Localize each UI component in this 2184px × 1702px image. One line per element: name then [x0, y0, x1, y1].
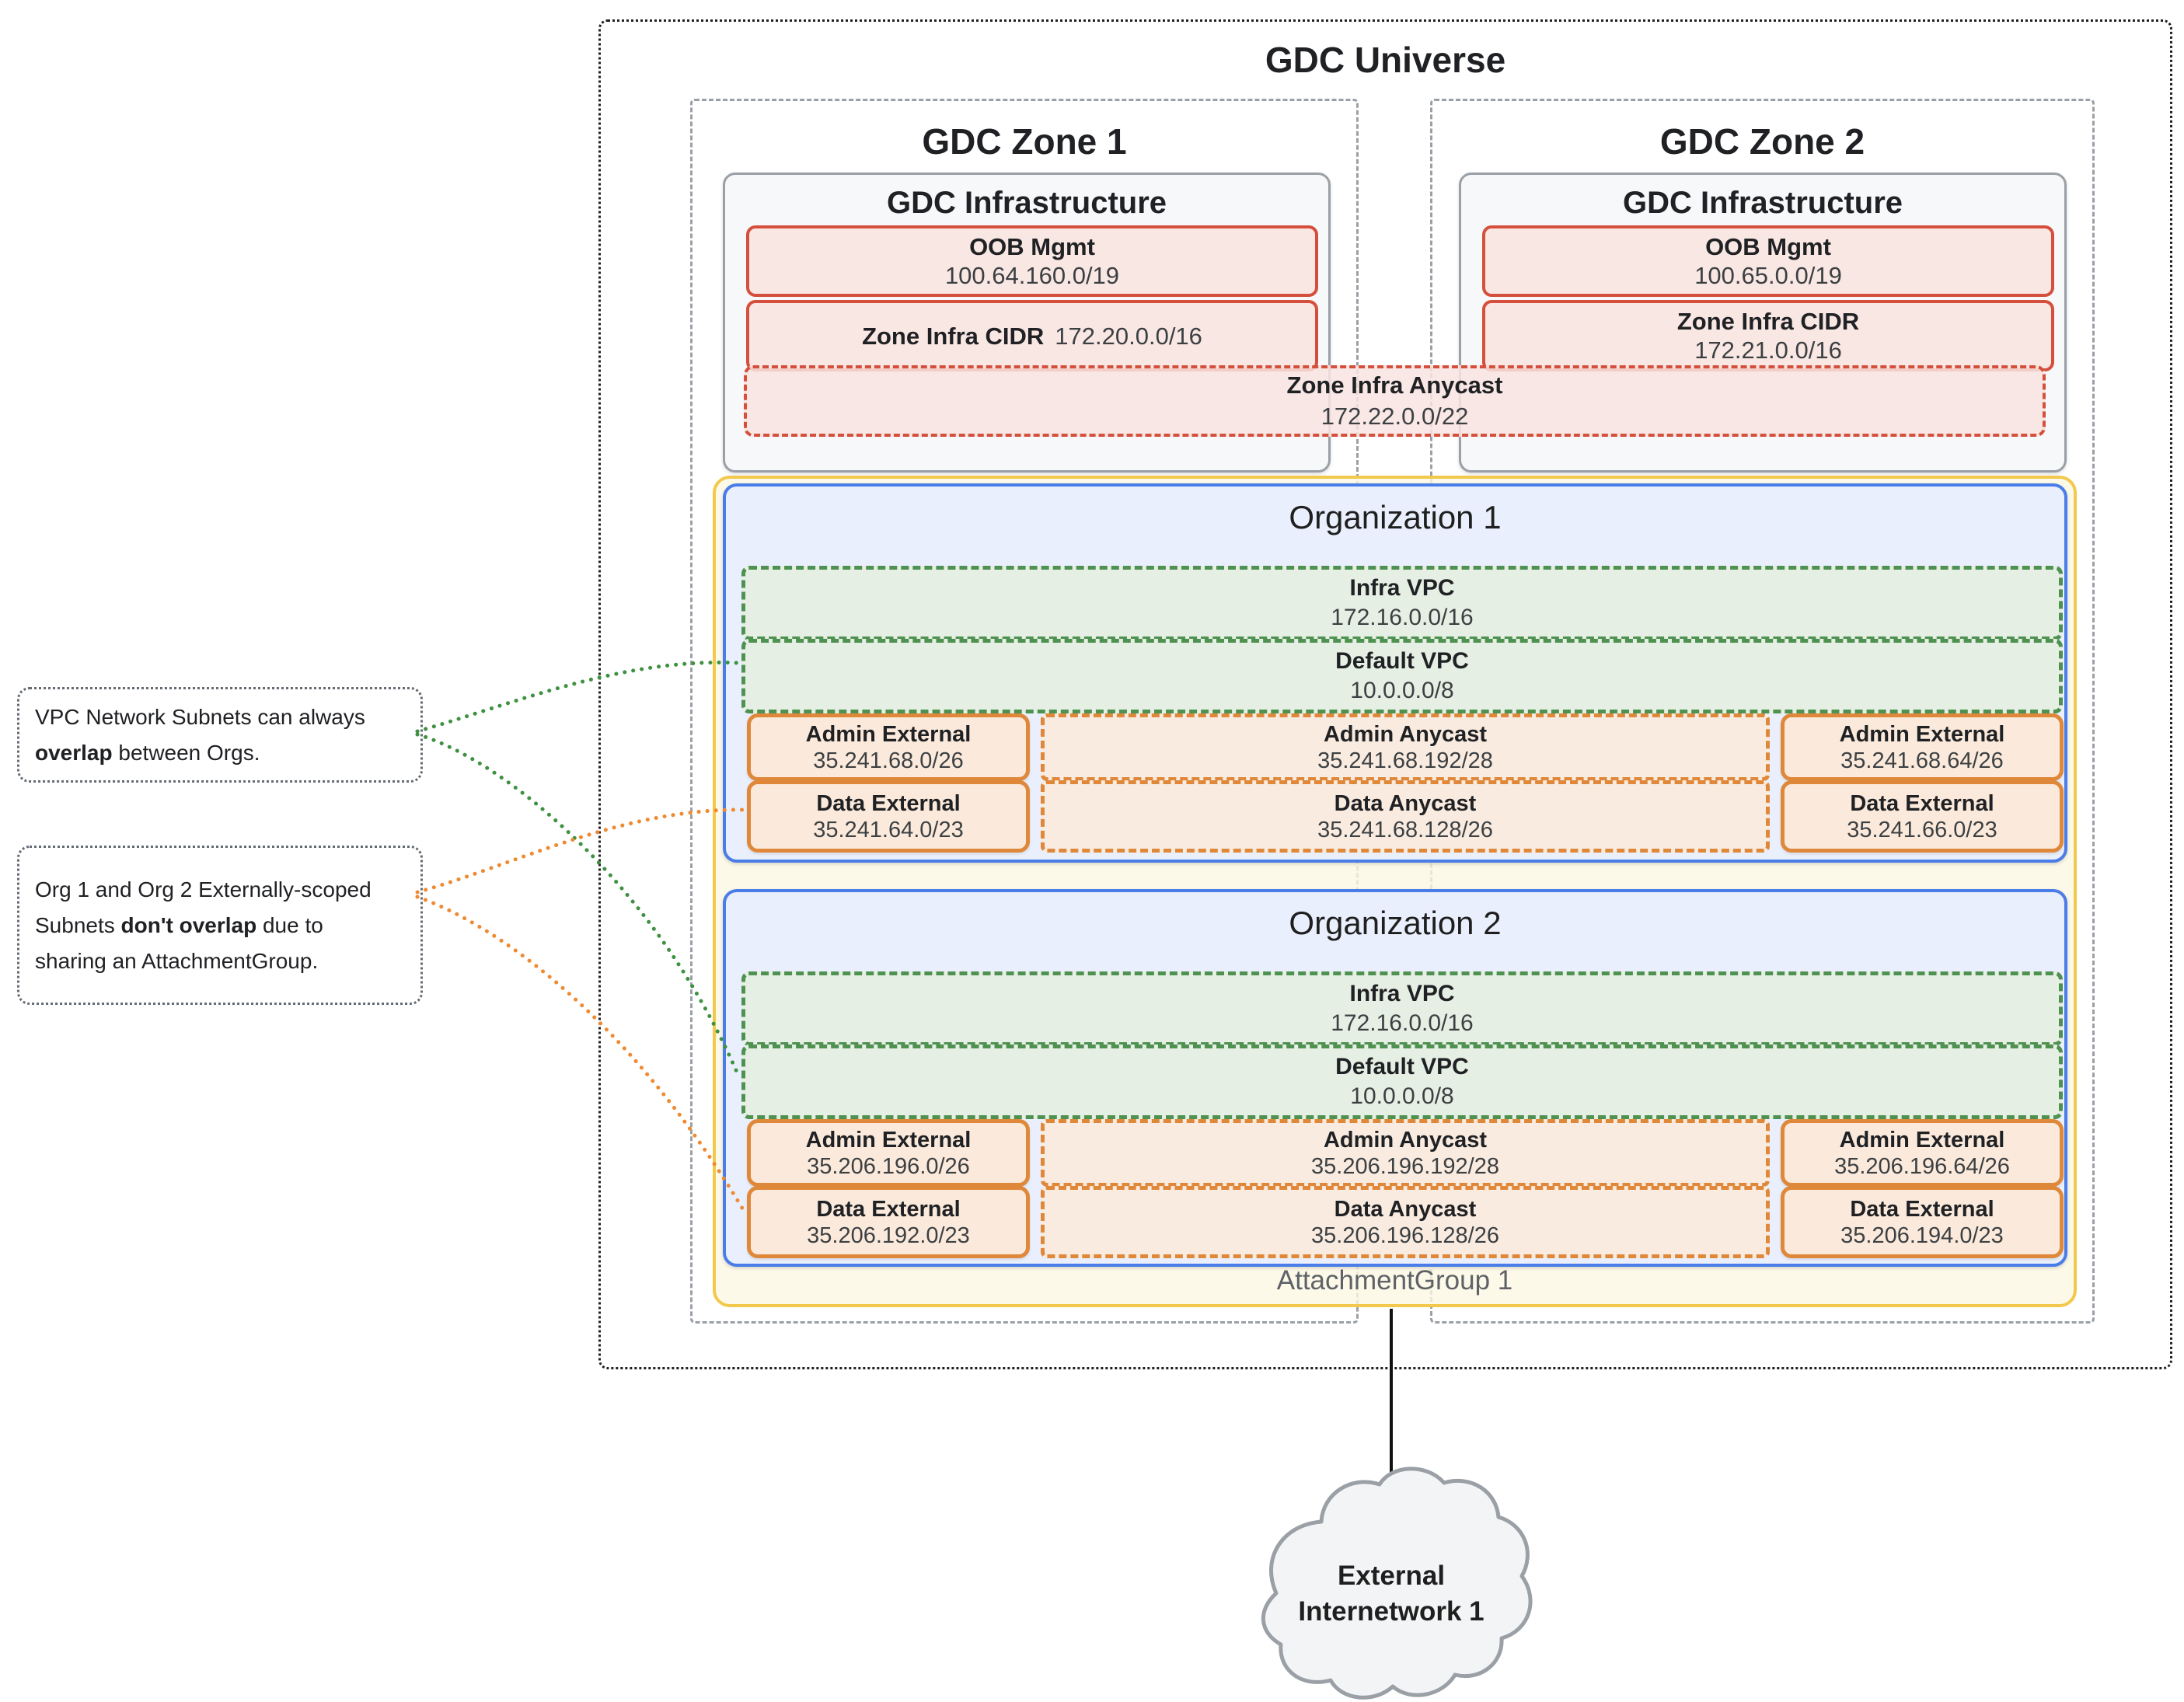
org2-data-external-left-label: Data External [816, 1196, 961, 1222]
org1-admin-anycast-cidr: 35.241.68.192/28 [1317, 748, 1493, 773]
org2-default-vpc-cidr: 10.0.0.0/8 [1350, 1083, 1454, 1109]
org1-data-anycast-label: Data Anycast [1334, 790, 1477, 816]
org1-infra-vpc-cidr: 172.16.0.0/16 [1331, 605, 1474, 630]
zone1-infrastructure-box: GDC Infrastructure OOB Mgmt 100.64.160.0… [723, 173, 1331, 473]
org1-data-external-left-cidr: 35.241.64.0/23 [813, 817, 964, 842]
gdc-zone-2-title: GDC Zone 2 [1659, 121, 1865, 162]
external-internetwork-line1: External [1337, 1561, 1446, 1591]
org2-admin-anycast-box: Admin Anycast 35.206.196.192/28 [1041, 1119, 1770, 1187]
zone1-infra-cidr-value: 172.20.0.0/16 [1055, 322, 1202, 350]
org1-admin-anycast-box: Admin Anycast 35.241.68.192/28 [1041, 713, 1770, 781]
org1-admin-external-right-box: Admin External 35.241.68.64/26 [1781, 713, 2064, 781]
org1-data-external-right-box: Data External 35.241.66.0/23 [1781, 780, 2064, 853]
org2-data-external-right-cidr: 35.206.194.0/23 [1840, 1222, 2004, 1248]
org2-data-anycast-label: Data Anycast [1334, 1196, 1477, 1222]
org2-default-vpc-box: Default VPC 10.0.0.0/8 [741, 1045, 2063, 1119]
external-internetwork-label: External Internetwork 1 [1236, 1558, 1547, 1630]
org2-data-anycast-cidr: 35.206.196.128/26 [1311, 1222, 1499, 1248]
zone-infra-anycast-cidr: 172.22.0.0/22 [1321, 403, 1469, 430]
org1-admin-external-left-cidr: 35.241.68.0/26 [813, 748, 964, 773]
org1-default-vpc-box: Default VPC 10.0.0.0/8 [741, 639, 2063, 713]
org1-data-external-right-cidr: 35.241.66.0/23 [1847, 817, 1997, 842]
org2-default-vpc-label: Default VPC [1335, 1054, 1469, 1079]
org1-admin-external-right-cidr: 35.241.68.64/26 [1840, 748, 2004, 773]
org1-data-anycast-box: Data Anycast 35.241.68.128/26 [1041, 780, 1770, 853]
org2-data-external-left-cidr: 35.206.192.0/23 [807, 1222, 970, 1248]
gdc-universe-title: GDC Universe [1265, 40, 1506, 80]
org2-data-anycast-box: Data Anycast 35.206.196.128/26 [1041, 1186, 1770, 1258]
organization-1-title: Organization 1 [1289, 499, 1502, 535]
org2-admin-external-left-label: Admin External [805, 1127, 972, 1153]
zone2-infra-cidr-label: Zone Infra CIDR [1676, 308, 1860, 335]
org1-data-external-left-box: Data External 35.241.64.0/23 [747, 780, 1030, 853]
external-internetwork-line2: Internetwork 1 [1298, 1596, 1484, 1627]
zone1-infra-cidr-box: Zone Infra CIDR 172.20.0.0/16 [746, 300, 1318, 371]
gdc-zone-1-title: GDC Zone 1 [922, 121, 1127, 162]
zone2-infra-cidr-box: Zone Infra CIDR 172.21.0.0/16 [1482, 300, 2054, 371]
zone-infra-anycast-box: Zone Infra Anycast 172.22.0.0/22 [744, 365, 2046, 437]
org1-default-vpc-label: Default VPC [1335, 648, 1469, 674]
zone1-infrastructure-title: GDC Infrastructure [886, 186, 1167, 220]
zone-infra-anycast-label: Zone Infra Anycast [1286, 371, 1503, 399]
zone2-infra-cidr-value: 172.21.0.0/16 [1694, 337, 1842, 364]
org1-admin-anycast-label: Admin Anycast [1323, 721, 1488, 747]
org2-data-external-right-box: Data External 35.206.194.0/23 [1781, 1186, 2064, 1258]
org2-data-external-left-box: Data External 35.206.192.0/23 [747, 1186, 1030, 1258]
org2-admin-external-left-cidr: 35.206.196.0/26 [807, 1153, 970, 1179]
org1-infra-vpc-box: Infra VPC 172.16.0.0/16 [741, 566, 2063, 640]
org1-data-external-left-label: Data External [816, 790, 961, 816]
organization-2-box: Organization 2 Infra VPC 172.16.0.0/16 D… [723, 889, 2067, 1267]
zone2-infrastructure-title: GDC Infrastructure [1622, 186, 1903, 220]
zone1-oob-mgmt-box: OOB Mgmt 100.64.160.0/19 [746, 225, 1318, 297]
organization-2-title: Organization 2 [1289, 905, 1502, 941]
attachment-group-label: AttachmentGroup 1 [1276, 1265, 1513, 1296]
zone1-infra-cidr-label: Zone Infra CIDR [862, 322, 1045, 350]
organization-1-box: Organization 1 Infra VPC 172.16.0.0/16 D… [723, 483, 2067, 863]
zone2-oob-mgmt-cidr: 100.65.0.0/19 [1694, 262, 1842, 289]
org2-admin-anycast-cidr: 35.206.196.192/28 [1311, 1153, 1499, 1179]
org1-default-vpc-cidr: 10.0.0.0/8 [1350, 678, 1454, 703]
org2-infra-vpc-box: Infra VPC 172.16.0.0/16 [741, 971, 2063, 1046]
org2-admin-external-left-box: Admin External 35.206.196.0/26 [747, 1119, 1030, 1187]
org1-data-anycast-cidr: 35.241.68.128/26 [1317, 817, 1493, 842]
org2-data-external-right-label: Data External [1850, 1196, 1994, 1222]
org1-data-external-right-label: Data External [1850, 790, 1994, 816]
org2-admin-external-right-label: Admin External [1839, 1127, 2005, 1153]
org2-admin-anycast-label: Admin Anycast [1323, 1127, 1488, 1153]
zone2-oob-mgmt-box: OOB Mgmt 100.65.0.0/19 [1482, 225, 2054, 297]
zone1-oob-mgmt-cidr: 100.64.160.0/19 [944, 262, 1120, 289]
org1-infra-vpc-label: Infra VPC [1349, 575, 1455, 601]
org1-admin-external-left-box: Admin External 35.241.68.0/26 [747, 713, 1030, 781]
org1-admin-external-right-label: Admin External [1839, 721, 2005, 747]
org2-admin-external-right-box: Admin External 35.206.196.64/26 [1781, 1119, 2064, 1187]
org2-admin-external-right-cidr: 35.206.196.64/26 [1834, 1153, 2010, 1179]
zone2-oob-mgmt-label: OOB Mgmt [1705, 233, 1831, 260]
org1-admin-external-left-label: Admin External [805, 721, 972, 747]
org2-infra-vpc-cidr: 172.16.0.0/16 [1331, 1010, 1474, 1036]
zone1-oob-mgmt-label: OOB Mgmt [969, 233, 1095, 260]
org2-infra-vpc-label: Infra VPC [1349, 981, 1455, 1006]
